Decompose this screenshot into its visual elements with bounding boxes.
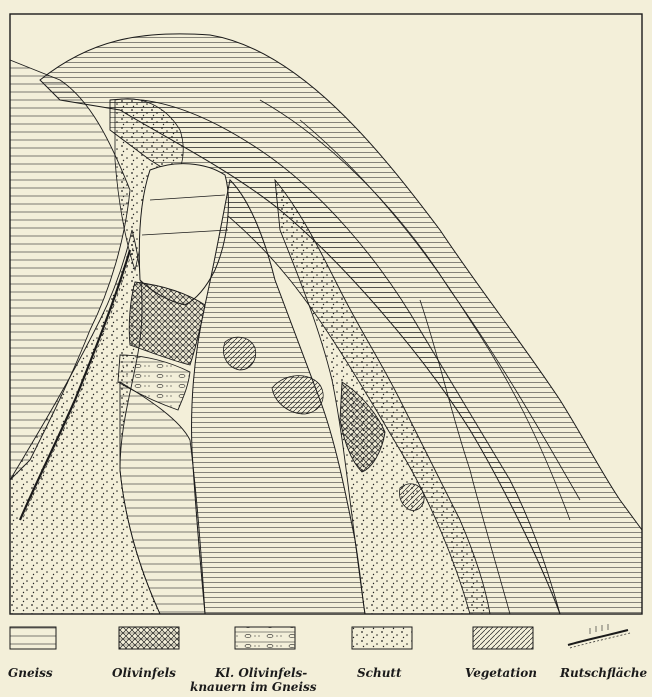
legend-swatch-gneiss: [10, 627, 56, 649]
legend-swatch-vegetation: [473, 627, 533, 649]
legend-swatch-knauern: [235, 627, 295, 649]
legend-label-knauern: Kl. Olivinfels-: [215, 666, 307, 680]
legend-label-olivinfels: Olivinfels: [112, 666, 176, 680]
legend: [10, 624, 630, 649]
legend-label-vegetation: Vegetation: [465, 666, 537, 680]
legend-label-gneiss: Gneiss: [8, 666, 53, 680]
legend-swatch-schutt: [352, 627, 412, 649]
legend-swatch-olivinfels: [119, 627, 179, 649]
legend-label-knauern-line2: knauern im Gneiss: [190, 680, 317, 694]
legend-swatch-rutschflaeche: [568, 624, 630, 648]
legend-label-schutt: Schutt: [357, 666, 402, 680]
legend-label-rutschflaeche: Rutschfläche: [560, 666, 647, 680]
